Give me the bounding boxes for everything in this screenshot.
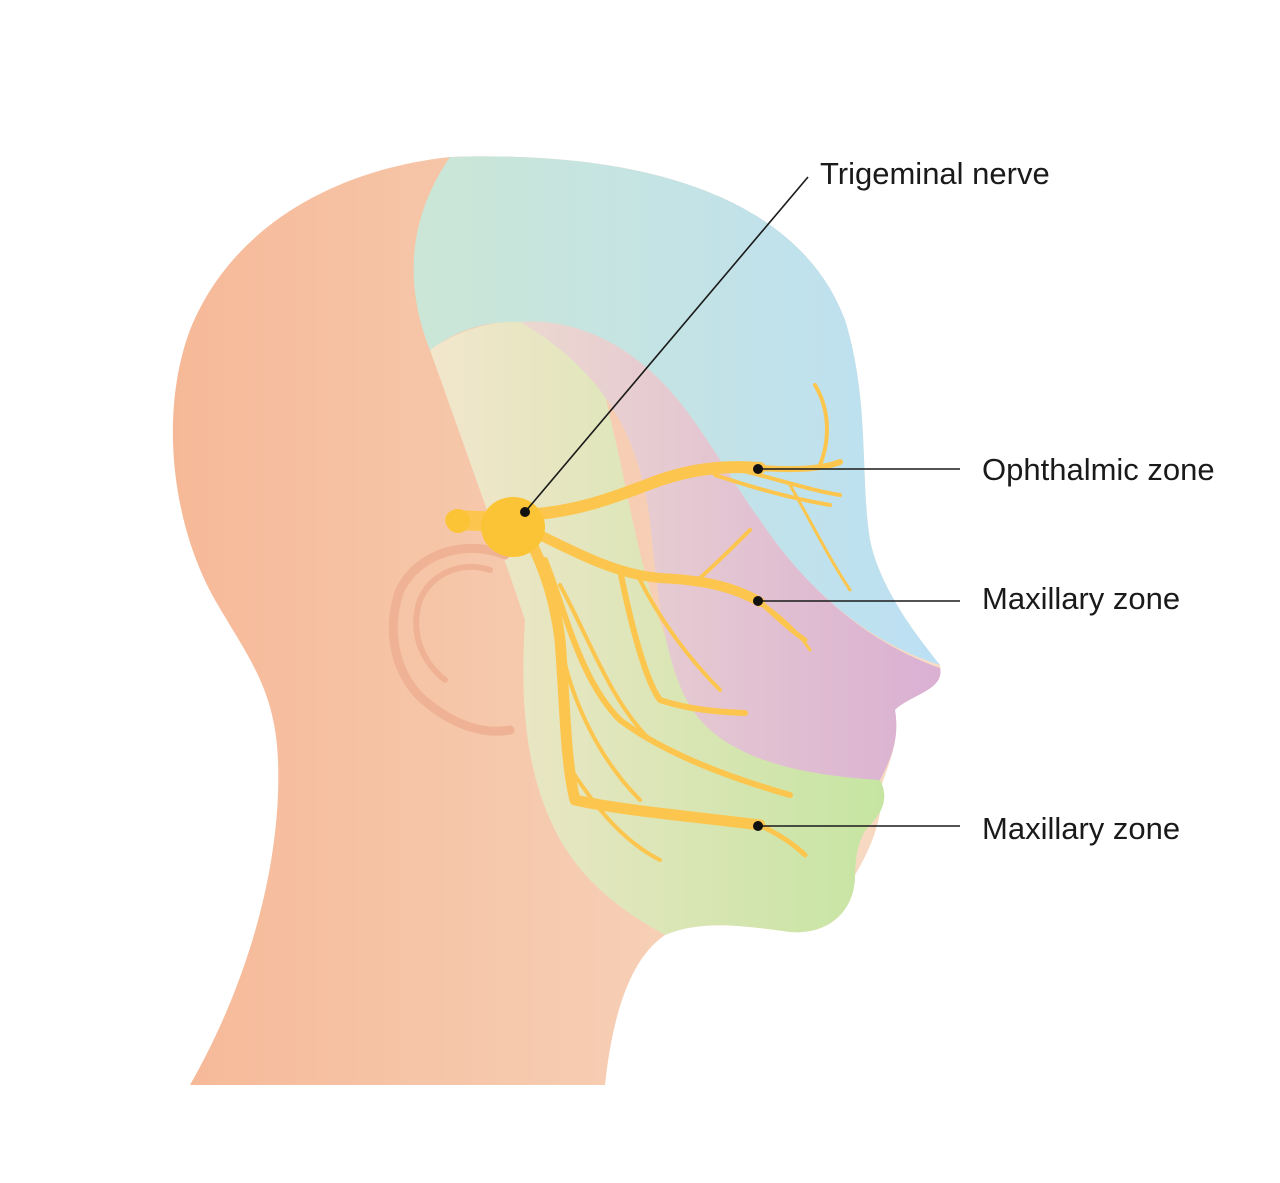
leader-trigeminal [524, 176, 809, 513]
leader-dots [520, 464, 763, 831]
label-ophthalmic-zone: Ophthalmic zone [982, 452, 1215, 487]
dot-maxillary-upper [753, 596, 763, 606]
label-trigeminal-nerve: Trigeminal nerve [820, 156, 1050, 191]
ear [388, 544, 515, 736]
trigeminal-nerve-branches [445, 383, 852, 862]
leader-lines [524, 176, 960, 827]
mandibular-zone [430, 319, 885, 935]
dot-maxillary-lower [753, 821, 763, 831]
label-maxillary-zone-lower: Maxillary zone [982, 811, 1181, 846]
dot-ophthalmic [753, 464, 763, 474]
dot-trigeminal [520, 507, 530, 517]
label-maxillary-zone-upper: Maxillary zone [982, 581, 1181, 616]
ophthalmic-zone [413, 156, 940, 665]
